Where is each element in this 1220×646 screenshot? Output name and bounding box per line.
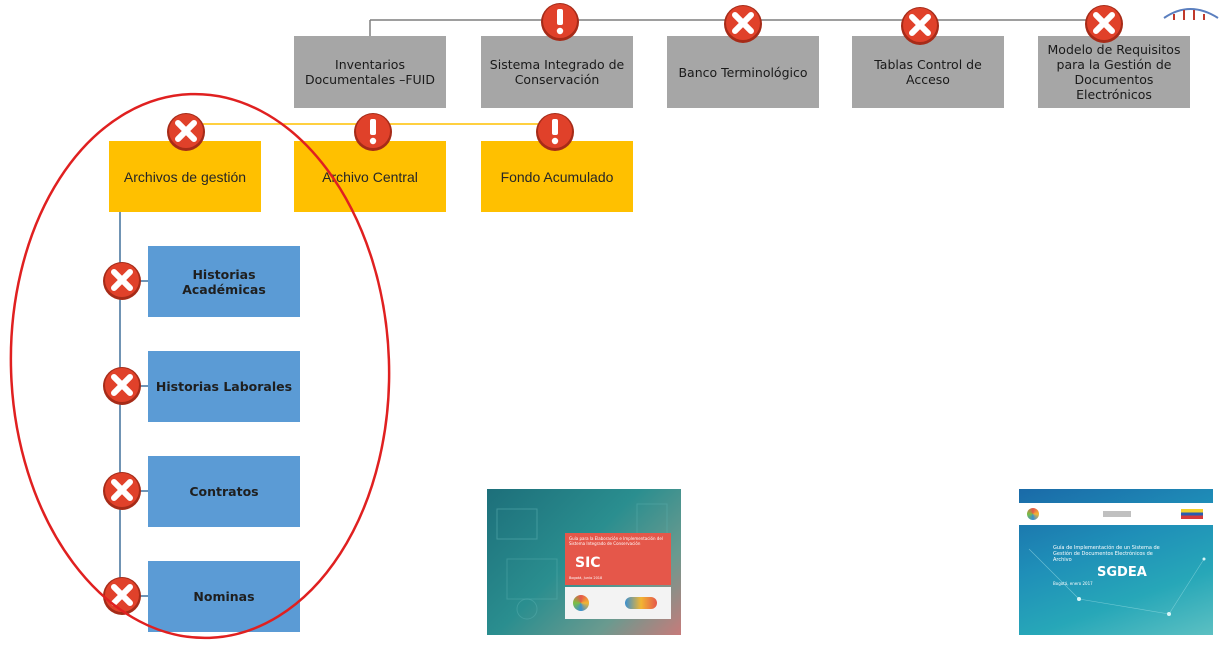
sub-box-label: Historias Académicas [182, 266, 266, 297]
sgdea-guide-cover: Guía de Implementación de un Sistema de … [1019, 489, 1213, 635]
archive-box-label: Fondo Acumulado [500, 168, 614, 185]
archive-box-gestion: Archivos de gestión [109, 141, 261, 212]
top-box-label: Tablas Control de Acceso [874, 57, 982, 87]
mincultura-logo-icon [625, 597, 657, 609]
top-box-sic: Sistema Integrado de Conservación [481, 36, 633, 108]
sub-box-label: Contratos [189, 484, 259, 499]
sub-box-nominas: Nominas [148, 561, 300, 632]
top-box-label: Sistema Integrado de Conservación [489, 57, 625, 87]
partial-logo-icon [1163, 8, 1219, 20]
archive-box-label: Archivos de gestión [123, 168, 247, 185]
archive-box-label: Archivo Central [322, 168, 418, 185]
archive-box-fondo: Fondo Acumulado [481, 141, 633, 212]
top-box-banco: Banco Terminológico [667, 36, 819, 108]
sub-box-label: Nominas [193, 589, 255, 604]
sic-title: Guía para la Elaboración e Implementació… [569, 536, 663, 546]
warning-icon [536, 113, 574, 151]
sub-box-academicas: Historias Académicas [148, 246, 300, 317]
highlight-ellipse [9, 92, 391, 640]
error-icon [724, 5, 762, 43]
agn-logo-icon [1027, 508, 1039, 520]
sub-box-laborales: Historias Laborales [148, 351, 300, 422]
sgdea-footer: Bogotá, enero 2017 [1053, 581, 1093, 586]
top-box-label: Banco Terminológico [678, 64, 808, 80]
warning-icon [541, 3, 579, 41]
sic-footer: Bogotá, Junio 2018 [569, 576, 603, 580]
top-box-label: Modelo de Requisitos para la Gestión de … [1047, 42, 1181, 102]
error-icon [103, 367, 141, 405]
error-icon [1085, 5, 1123, 43]
error-icon [167, 113, 205, 151]
cover-pattern [496, 503, 668, 620]
top-box-modelo: Modelo de Requisitos para la Gestión de … [1038, 36, 1190, 108]
top-box-fuid: Inventarios Documentales –FUID [294, 36, 446, 108]
sub-box-contratos: Contratos [148, 456, 300, 527]
sgdea-logo-strip [1019, 503, 1213, 525]
sic-acronym: SIC [575, 555, 601, 571]
agn-logo-icon [573, 595, 589, 611]
sic-red-panel: Guía para la Elaboración e Implementació… [565, 533, 671, 585]
warning-icon [354, 113, 392, 151]
cover-network-pattern [1028, 548, 1206, 616]
sgdea-title: Guía de Implementación de un Sistema de … [1053, 545, 1160, 563]
error-icon [901, 7, 939, 45]
sic-guide-cover: Guía para la Elaboración e Implementació… [487, 489, 681, 635]
archive-box-central: Archivo Central [294, 141, 446, 212]
sgdea-acronym: SGDEA [1097, 565, 1147, 580]
top-box-label: Inventarios Documentales –FUID [305, 57, 435, 87]
top-box-tablas: Tablas Control de Acceso [852, 36, 1004, 108]
gov-logo-icon [1181, 509, 1203, 519]
error-icon [103, 472, 141, 510]
error-icon [103, 262, 141, 300]
sic-logo-strip [565, 587, 671, 619]
mintic-logo-icon [1103, 511, 1131, 517]
sub-box-label: Historias Laborales [155, 379, 293, 394]
